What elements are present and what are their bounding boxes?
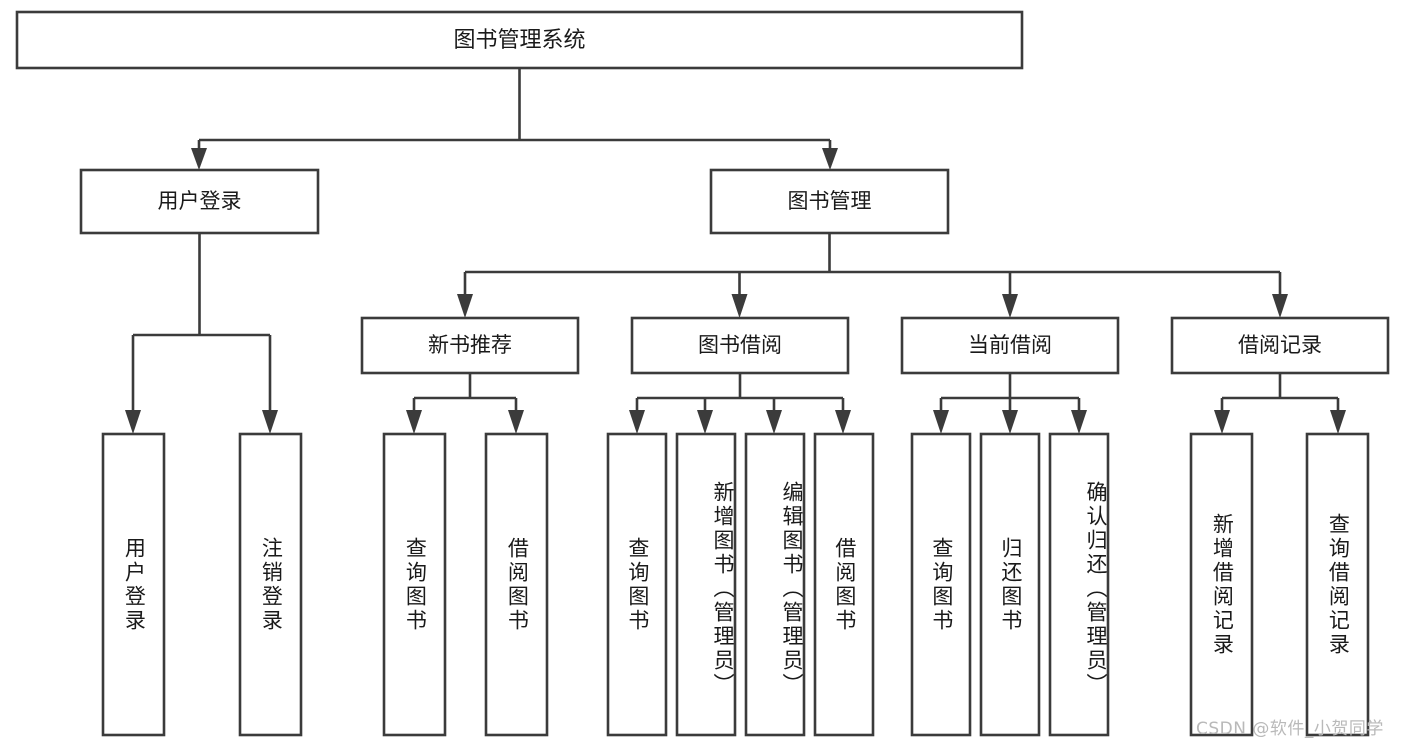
leaf-box-rec-add-record[interactable]	[1189, 432, 1254, 737]
arrow-head-icon	[731, 294, 748, 318]
leaf-box-borrow-edit-book[interactable]	[744, 432, 806, 737]
arrow-head-icon	[406, 410, 422, 434]
node-new-book-rec-box[interactable]	[360, 316, 580, 375]
arrow-head-icon	[766, 410, 782, 434]
arrow-head-icon	[1002, 410, 1018, 434]
node-book-borrow[interactable]: 图书借阅	[630, 316, 850, 375]
node-current-borrow-label: 当前借阅	[968, 333, 1052, 357]
arrow-head-icon	[1330, 410, 1346, 434]
node-borrow-record[interactable]: 借阅记录	[1170, 316, 1390, 375]
arrow-head-icon	[697, 410, 713, 434]
edge-user-login-to-leaves	[125, 233, 278, 434]
leaf-box-rec-query-book[interactable]	[382, 432, 447, 737]
arrow-head-icon	[1214, 410, 1230, 434]
arrow-head-icon	[457, 294, 473, 318]
node-root-label: 图书管理系统	[453, 28, 585, 53]
arrow-head-icon	[822, 148, 838, 170]
arrow-head-icon	[835, 410, 851, 434]
leaf-box-cur-return-book[interactable]	[979, 432, 1041, 737]
node-current-borrow[interactable]: 当前借阅	[900, 316, 1120, 375]
edge-current-borrow-to-leaves	[933, 373, 1087, 434]
node-root-box[interactable]	[15, 10, 1024, 70]
edge-book-borrow-to-leaves	[629, 373, 851, 434]
node-book-manage-label: 图书管理	[788, 189, 872, 213]
node-root[interactable]: 图书管理系统	[15, 10, 1024, 70]
node-user-login-label: 用户登录	[158, 189, 242, 213]
node-new-book-rec[interactable]: 新书推荐	[360, 316, 580, 375]
arrow-head-icon	[262, 410, 278, 434]
leaf-box-borrow-add-book[interactable]	[675, 432, 737, 737]
arrow-head-icon	[191, 148, 207, 170]
node-borrow-record-label: 借阅记录	[1238, 333, 1322, 357]
node-user-login[interactable]: 用户登录	[79, 168, 320, 235]
node-user-login-box[interactable]	[79, 168, 320, 235]
edge-root-to-level1	[191, 68, 838, 170]
leaf-box-borrow-query-book[interactable]	[606, 432, 668, 737]
leaf-box-user-login-do[interactable]	[101, 432, 166, 737]
arrow-head-icon	[508, 410, 524, 434]
leaf-box-cur-confirm-return[interactable]	[1048, 432, 1110, 737]
edge-new-book-rec-to-leaves	[406, 373, 524, 434]
arrow-head-icon	[1002, 294, 1018, 318]
edge-book-manage-to-level2	[457, 233, 1288, 318]
node-current-borrow-box[interactable]	[900, 316, 1120, 375]
leaf-box-borrow-borrow-book[interactable]	[813, 432, 875, 737]
watermark-text: CSDN @软件_小贺同学	[1196, 719, 1384, 739]
edge-borrow-record-to-leaves	[1214, 373, 1346, 434]
leaf-box-rec-borrow-book[interactable]	[484, 432, 549, 737]
node-book-borrow-label: 图书借阅	[698, 333, 782, 357]
node-book-manage[interactable]: 图书管理	[709, 168, 950, 235]
leaf-box-user-logout[interactable]	[238, 432, 303, 737]
arrow-head-icon	[125, 410, 141, 434]
node-new-book-rec-label: 新书推荐	[428, 333, 512, 357]
leaf-box-rec-query-record[interactable]	[1305, 432, 1370, 737]
arrow-head-icon	[933, 410, 949, 434]
arrow-head-icon	[1272, 294, 1288, 318]
leaf-box-cur-query-book[interactable]	[910, 432, 972, 737]
arrow-head-icon	[629, 410, 645, 434]
arrow-head-icon	[1071, 410, 1087, 434]
